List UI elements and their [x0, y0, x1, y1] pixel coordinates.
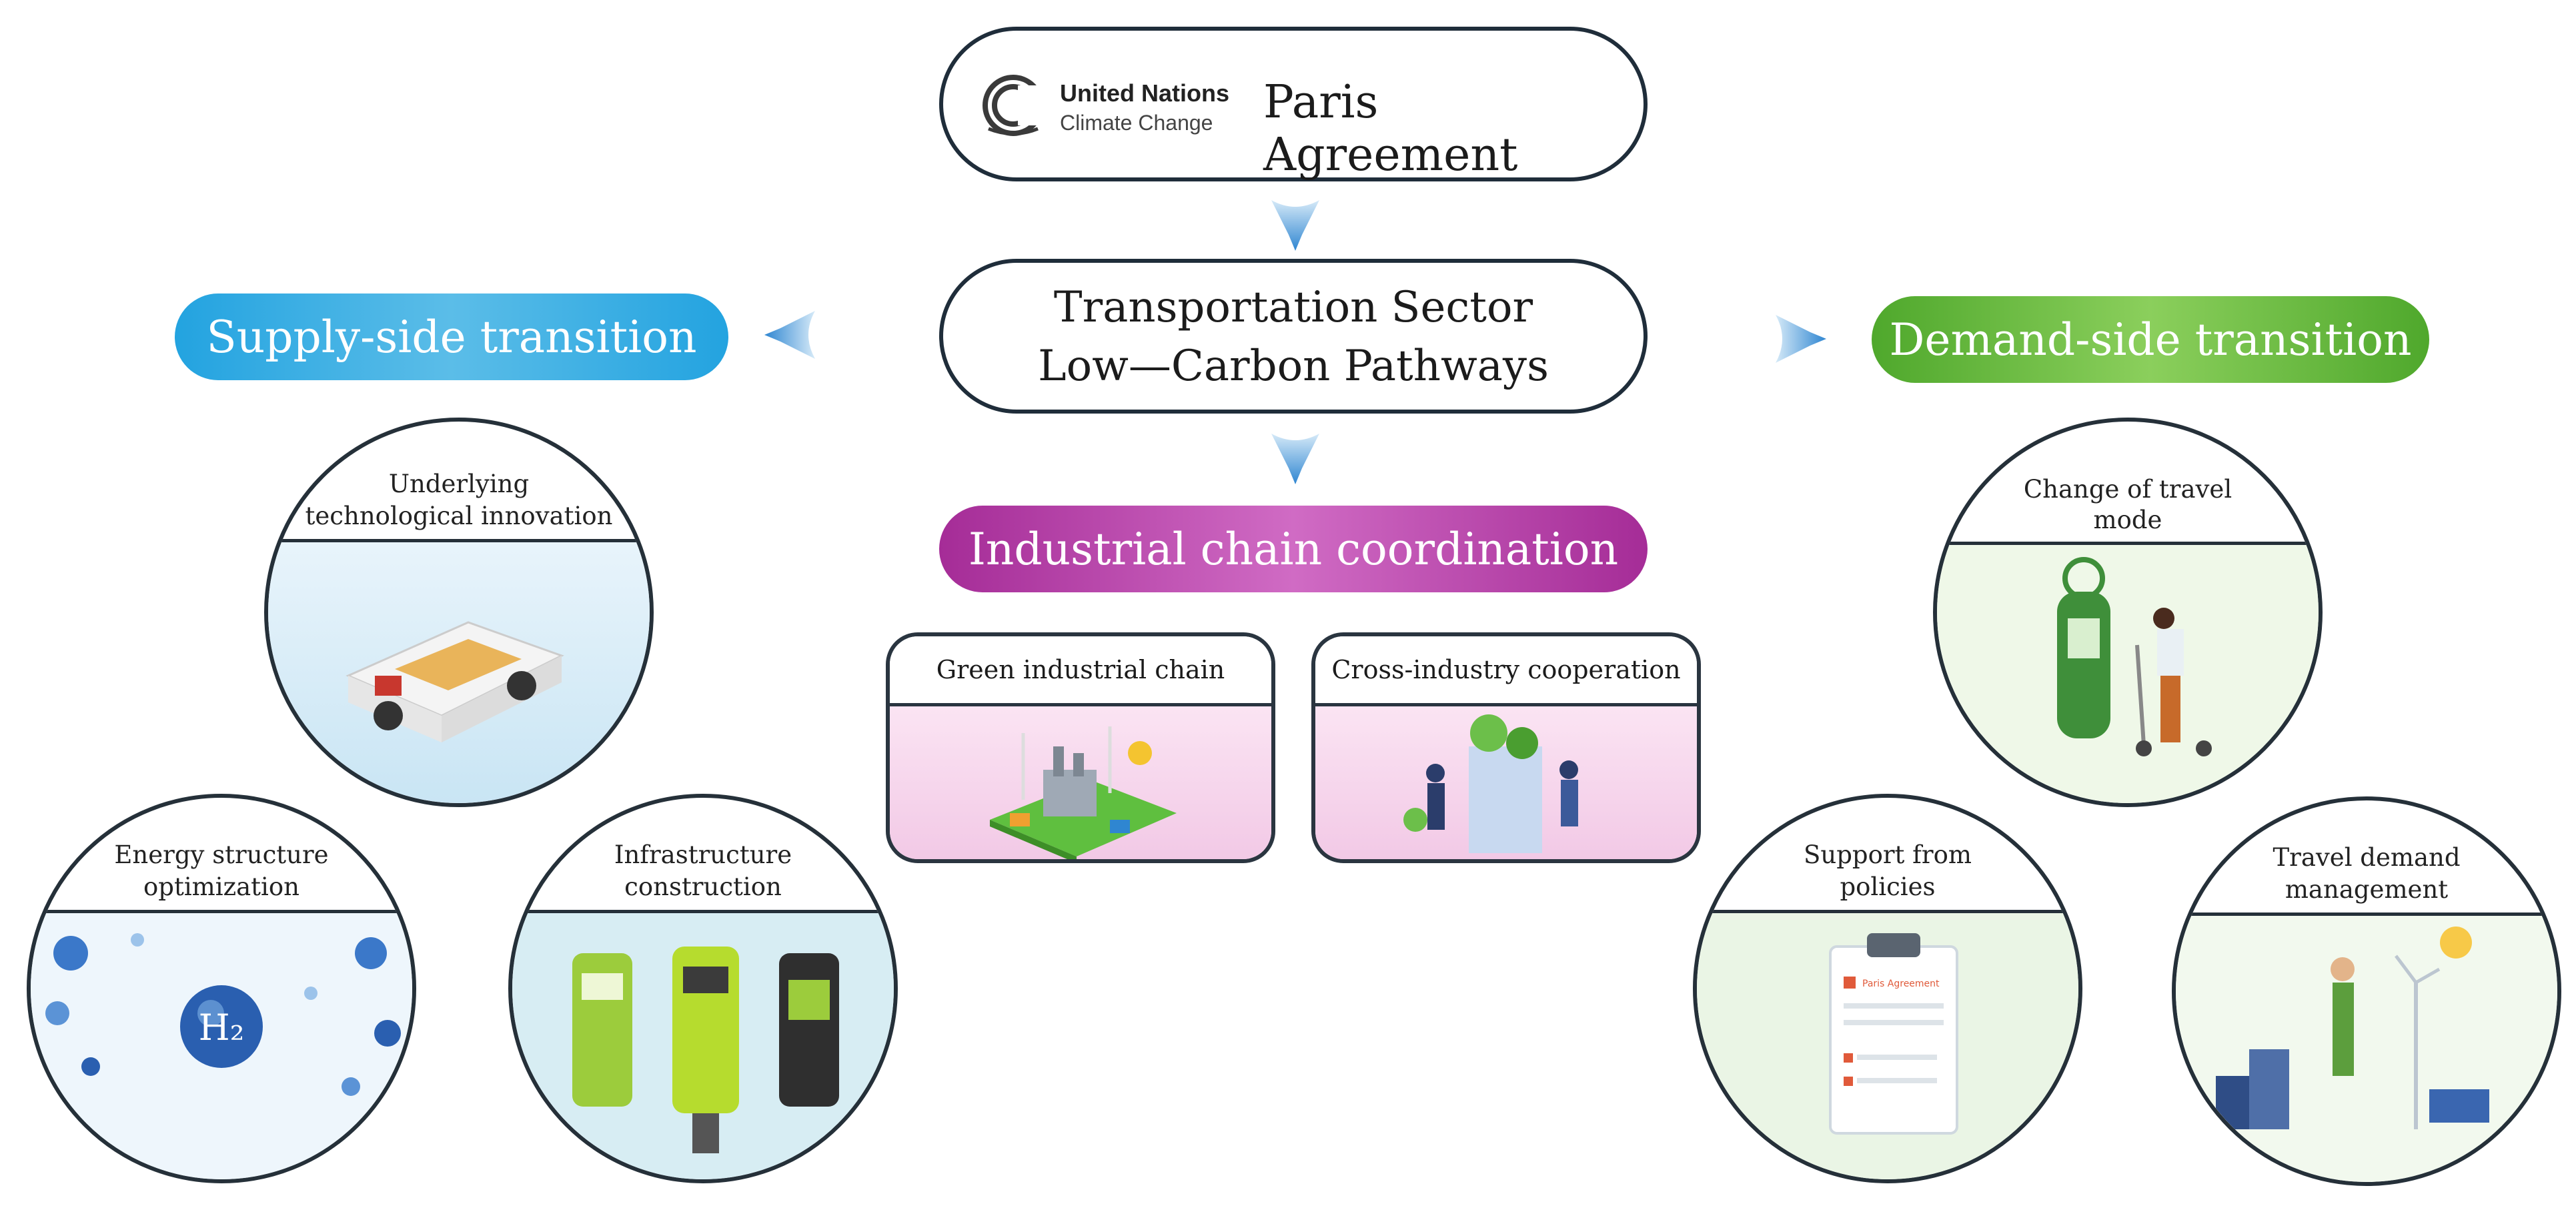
hydrogen-illustration: H₂	[31, 913, 412, 1179]
circle-title-1: Energy structure	[114, 840, 329, 869]
circle-title-1: Underlying	[388, 470, 530, 498]
technological-innovation-circle: Underlying technological innovation	[264, 418, 654, 807]
ev-charger-scooter-illustration	[1937, 545, 2319, 803]
travel-demand-circle: Travel demand management	[2172, 796, 2561, 1186]
circle-title-2: optimization	[143, 872, 299, 901]
logo-line-1: United Nations	[1060, 79, 1230, 107]
logo-line-2: Climate Change	[1060, 111, 1213, 135]
card-title: Green industrial chain	[890, 636, 1271, 706]
h2-label: H₂	[199, 1007, 245, 1049]
electric-car-illustration	[268, 542, 650, 803]
infrastructure-circle: Infrastructure construction	[508, 794, 898, 1183]
circle-title-2: technological innovation	[305, 502, 613, 530]
circle-title-1: Change of travel	[2023, 475, 2232, 504]
arrow-left-icon	[760, 307, 822, 363]
factory-illustration	[890, 706, 1271, 859]
arrow-right-icon	[1769, 311, 1830, 367]
arrow-down-icon	[1267, 193, 1323, 253]
circle-title-2: policies	[1840, 872, 1936, 901]
un-climate-logo	[977, 72, 1057, 139]
card-title: Cross-industry cooperation	[1315, 636, 1697, 706]
circle-title-2: management	[2285, 875, 2449, 904]
policy-document-illustration: Paris Agreement	[1697, 913, 2078, 1179]
center-line-1: Transportation Sector	[1053, 283, 1533, 332]
paris-agreement-title: Paris Agreement	[1263, 76, 1518, 181]
cross-industry-cooperation-card: Cross-industry cooperation	[1311, 632, 1701, 863]
circle-title-2: construction	[624, 872, 782, 901]
travel-mode-circle: Change of travel mode	[1933, 418, 2323, 807]
paris-agreement-box: United Nations Climate Change Paris Agre…	[939, 27, 1648, 181]
policy-doc-title: Paris Agreement	[1862, 979, 1940, 989]
city-wind-turbine-illustration	[2176, 916, 2557, 1182]
energy-structure-circle: Energy structure optimization H₂	[27, 794, 416, 1183]
charging-stations-illustration	[512, 913, 894, 1179]
transportation-pathways-box: Transportation Sector Low—Carbon Pathway…	[939, 259, 1648, 414]
cooperation-illustration	[1315, 706, 1697, 859]
demand-side-label: Demand-side transition	[1872, 296, 2429, 383]
industrial-chain-label: Industrial chain coordination	[939, 506, 1648, 592]
circle-title-1: Infrastructure	[614, 840, 792, 869]
circle-title-1: Travel demand	[2273, 843, 2461, 872]
circle-title-1: Support from	[1804, 840, 1972, 869]
supply-side-label: Supply-side transition	[175, 293, 728, 380]
circle-title-2: mode	[2093, 506, 2162, 534]
arrow-down-icon	[1267, 427, 1323, 487]
green-industrial-chain-card: Green industrial chain	[886, 632, 1275, 863]
center-line-2: Low—Carbon Pathways	[1038, 342, 1549, 391]
policy-support-circle: Support from policies Paris Agreement	[1693, 794, 2082, 1183]
